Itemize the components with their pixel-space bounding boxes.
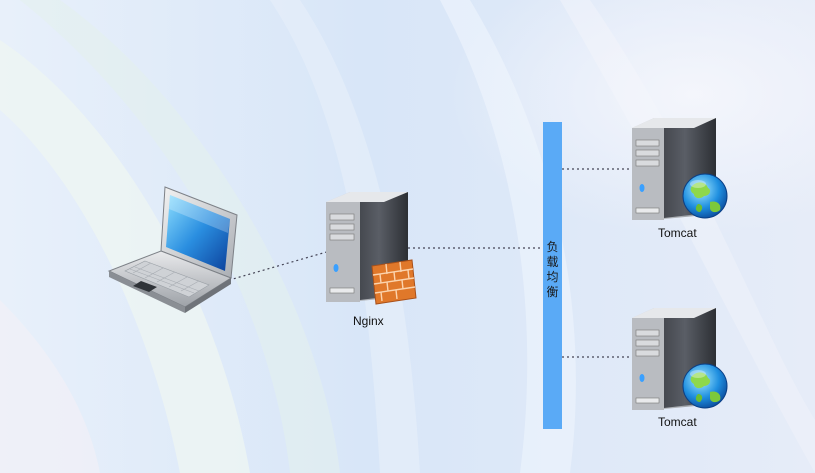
tomcat-bottom-label: Tomcat	[658, 415, 697, 429]
load-balancer-label: 负载均衡	[543, 240, 562, 300]
tomcat-top-label: Tomcat	[658, 226, 697, 240]
server-with-globe-icon	[632, 118, 728, 220]
load-balancer-label-char: 衡	[546, 285, 559, 299]
server-with-globe-icon	[632, 308, 728, 410]
nginx-label: Nginx	[353, 314, 384, 328]
load-balancer-label-char: 载	[546, 255, 559, 269]
laptop-icon	[107, 186, 238, 313]
load-balancer-label-char: 均	[546, 270, 559, 284]
firewall-icon	[371, 259, 417, 305]
server-with-firewall-icon	[326, 192, 417, 305]
load-balancer-label-char: 负	[546, 240, 559, 254]
globe-icon	[682, 173, 728, 219]
load-balancer-bar	[543, 122, 562, 429]
globe-icon	[682, 363, 728, 409]
